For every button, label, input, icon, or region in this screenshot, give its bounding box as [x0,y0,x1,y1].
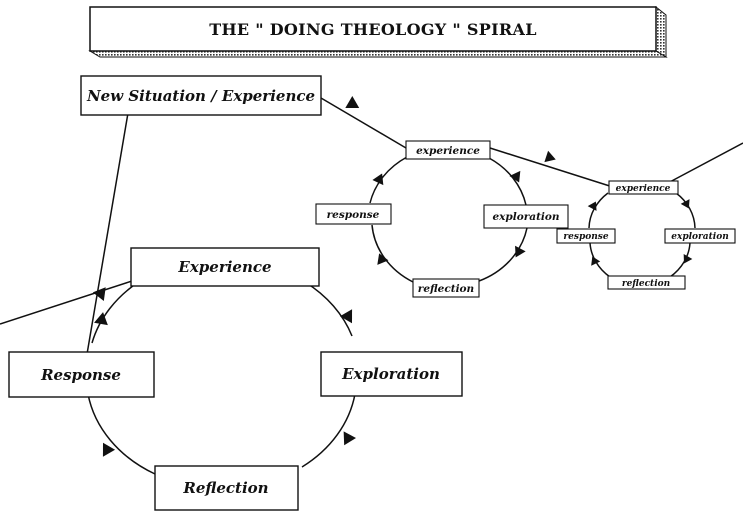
cycle-3-exploration-label: exploration [671,232,729,242]
connector-cycle-3-outgoing [665,142,743,185]
cycle-1-arrow-upward-spiral [94,312,108,326]
cycle-2-arrow-3 [377,253,389,265]
cycle-1-exploration-box [320,351,463,397]
cycle-3-arrow-4 [587,201,597,211]
arrow-toward-cycle-3 [544,150,556,163]
cycle-2-response-box [315,203,392,225]
cycle-1-arc-exploration-reflection [301,393,356,468]
cycle-3-arc-top-right [675,192,696,229]
connector-incoming-to-experience [0,280,133,325]
cycle-2-arrow-2 [515,245,526,258]
cycle-3-small: experience exploration reflection respon… [556,180,736,290]
title-banner-frame [89,6,657,52]
cycle-2-arc-bottom-right [478,227,528,282]
cycle-2-exploration-box [483,204,569,229]
cycle-2-medium: experience exploration reflection respon… [315,140,569,298]
cycle-3-reflection-label: reflection [622,279,670,289]
cycle-3-experience-label: experience [616,184,671,194]
new-situation-label: New Situation / Experience [86,87,315,105]
cycle-3-response-box [556,228,616,244]
cycle-3-reflection-box [607,275,686,290]
cycle-3-response-label: response [563,232,608,242]
cycle-1-exploration-label: Exploration [341,365,440,383]
cycle-2-experience-box [405,140,491,160]
cycle-3-exploration-box [664,228,736,244]
cycle-2-arrow-1 [509,170,521,183]
cycle-1-response-label: Response [40,366,121,384]
cycle-2-arrow-4 [372,173,384,186]
cycle-2-reflection-label: reflection [418,283,474,295]
cycle-3-arrow-1 [680,199,690,209]
cycle-1-large: Experience Exploration Reflection Respon… [8,247,463,511]
cycle-2-exploration-label: exploration [492,211,559,223]
cycle-1-arc-reflection-response [87,393,156,475]
cycle-1-arrow-to-response [102,442,116,457]
cycle-1-reflection-label: Reflection [182,479,268,497]
cycle-1-experience-box [130,247,320,287]
diagram-title: THE " DOING THEOLOGY " SPIRAL [209,20,537,39]
cycle-2-reflection-box [412,278,480,298]
cycle-2-arc-top-right [488,157,527,206]
new-situation-box [80,75,322,116]
connector-cycle-2-to-cycle-3 [489,147,617,189]
connector-new-situation-to-cycle-2 [320,97,407,149]
cycle-1-arrow-to-reflection [343,431,356,446]
title-banner-side-shadow [655,5,667,58]
cycle-3-arrow-2 [683,254,693,264]
cycle-3-experience-box [608,180,679,195]
cycle-1-arrow-to-new-situation [92,287,106,302]
connector-response-to-new-situation [85,112,129,361]
cycle-1-experience-label: Experience [177,258,271,276]
arrow-toward-cycle-2 [345,95,360,109]
spiral-connectors [0,97,743,361]
cycle-1-arc-experience-exploration [304,281,353,337]
cycle-2-response-label: response [327,209,380,221]
cycle-1-arrow-to-exploration [339,309,353,324]
cycle-2-arc-top-left [369,156,408,204]
title-banner: THE " DOING THEOLOGY " SPIRAL [88,5,668,58]
cycle-1-response-box [8,351,155,398]
title-banner-bottom-shadow [88,50,668,58]
cycle-1-reflection-box [154,465,299,511]
cycle-3-arrow-3 [591,256,601,266]
cycle-2-experience-label: experience [416,145,480,157]
start-node: New Situation / Experience [80,75,360,116]
cycle-2-arc-bottom-left [371,224,414,283]
cycle-3-arc-top-left [588,192,609,229]
